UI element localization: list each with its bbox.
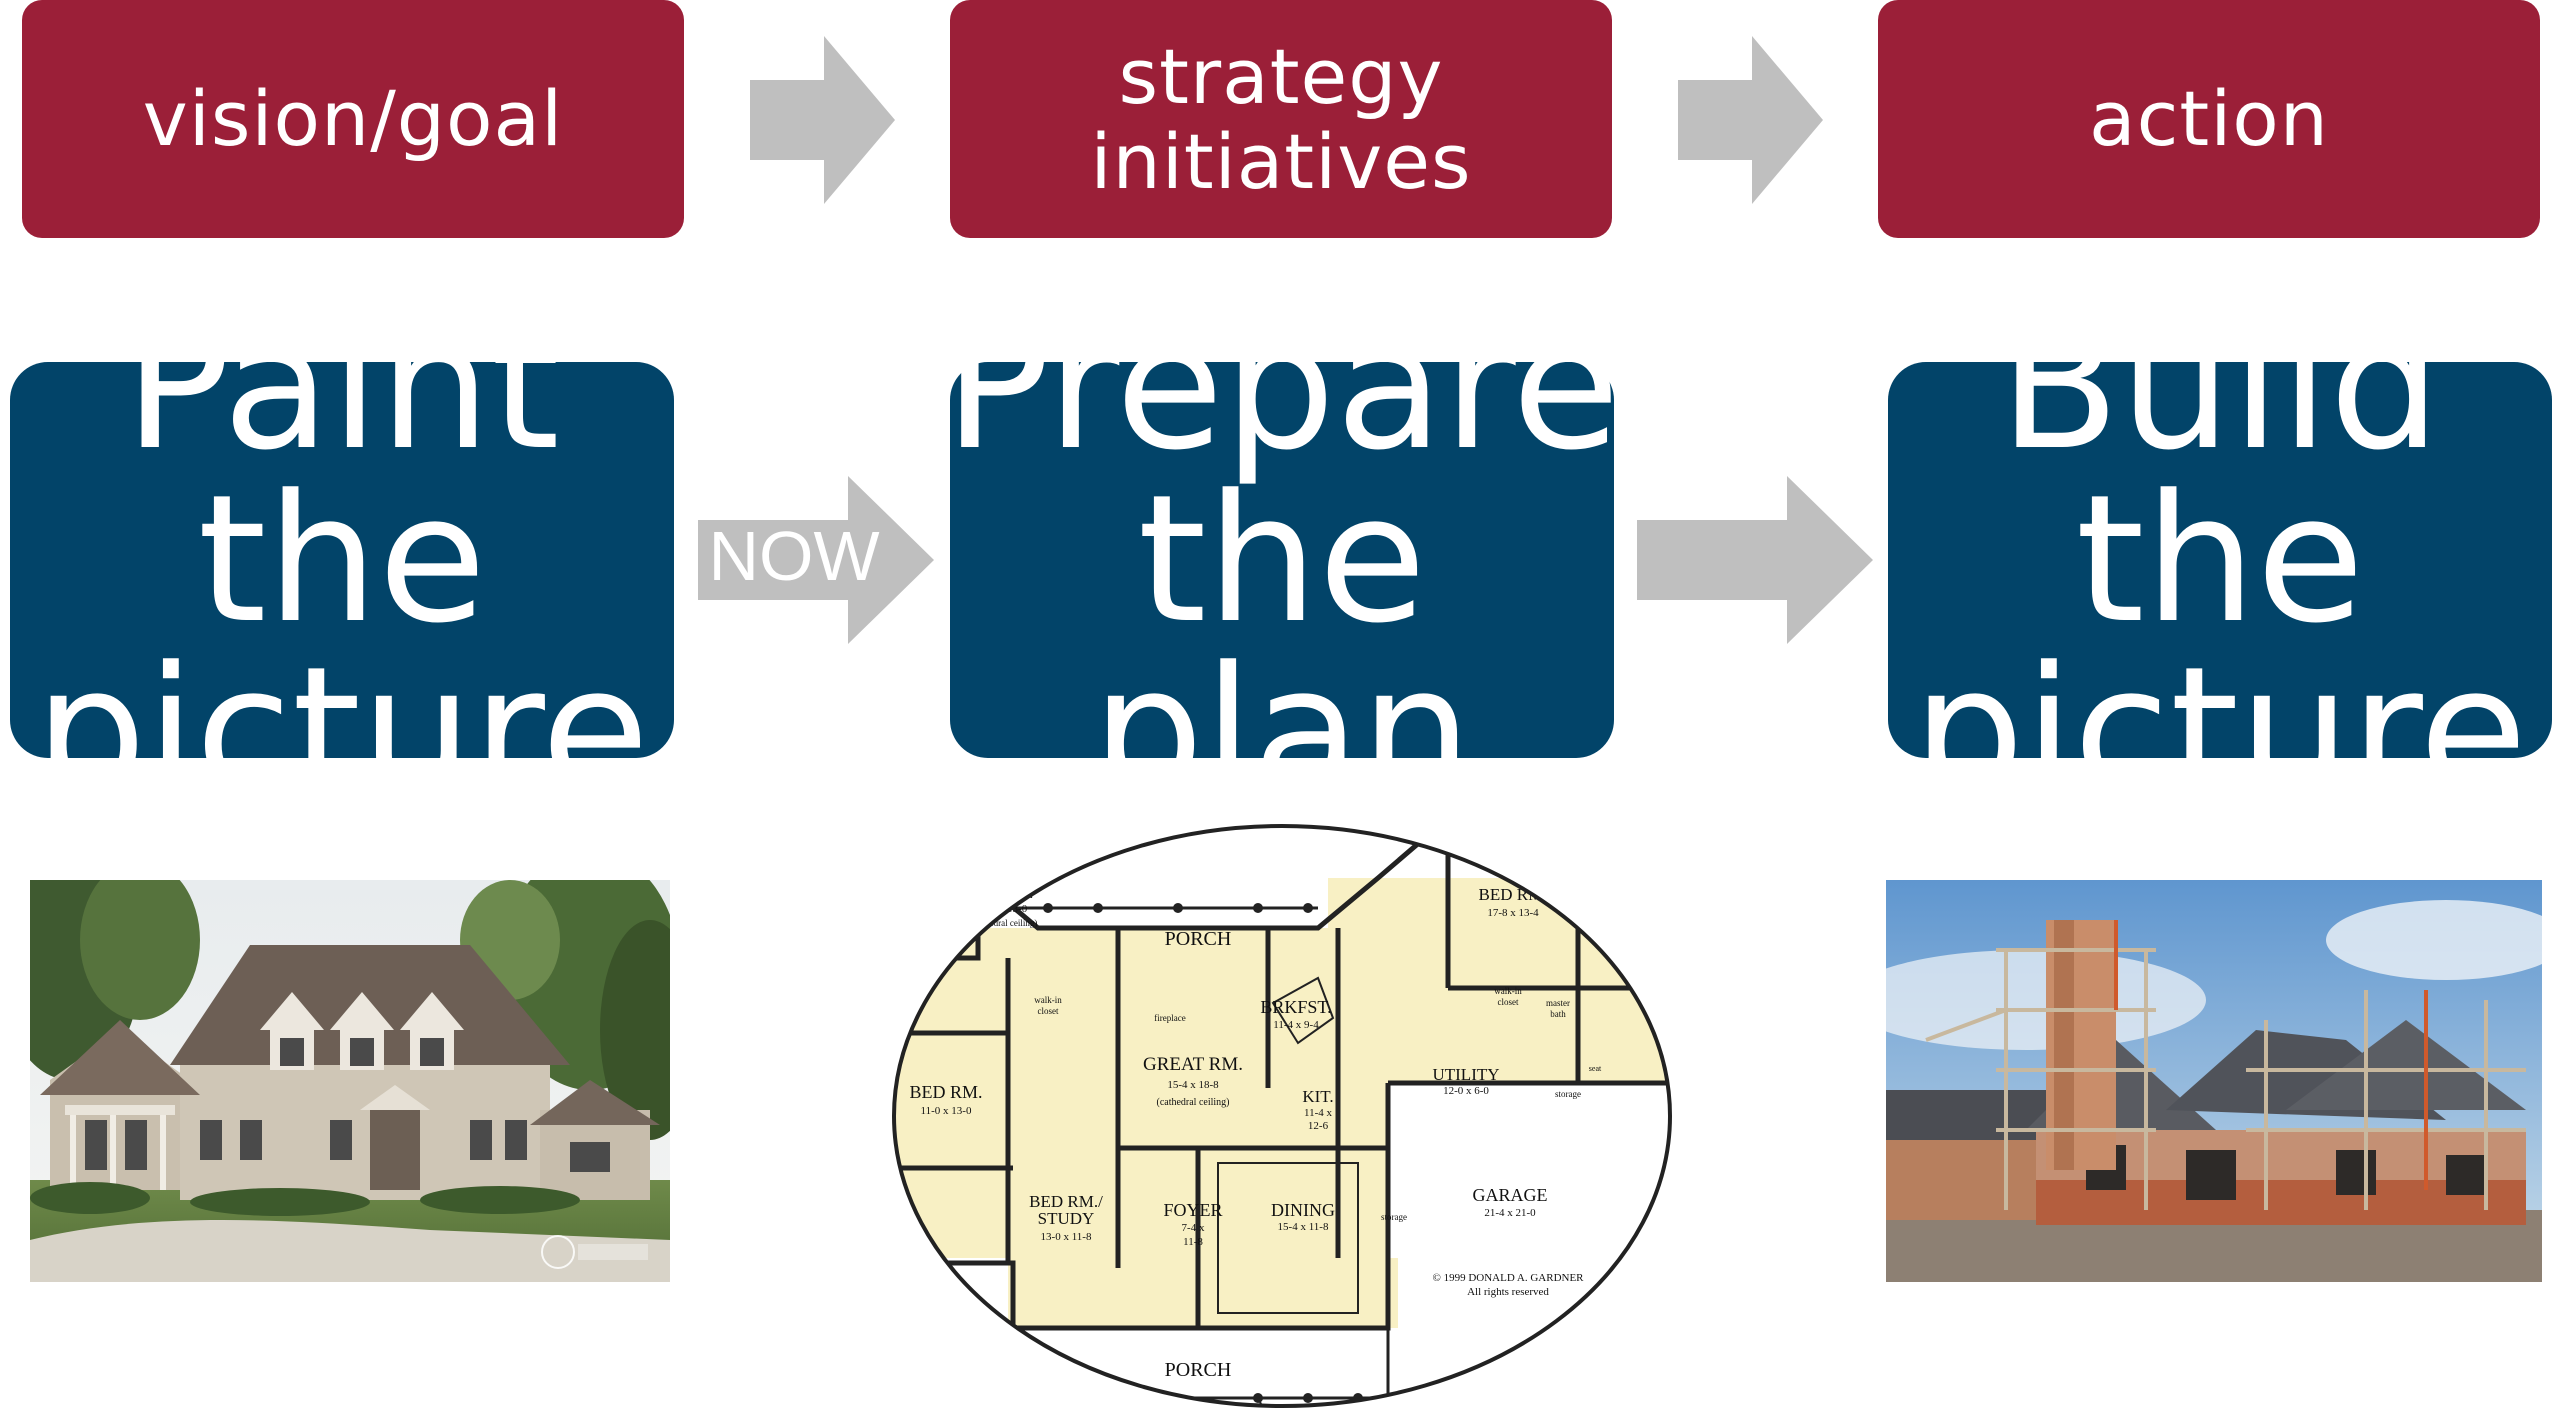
picture-label: picture xyxy=(34,629,650,835)
prepare-label: Prepare xyxy=(943,284,1621,490)
picture-label-2: picture xyxy=(1912,629,2528,835)
prepare-plan-box: Prepare the plan xyxy=(944,299,1620,820)
master-bed-dim: 17-8 x 13-4 xyxy=(1487,907,1539,919)
storage-label-2: storage xyxy=(1555,1089,1581,1099)
dining-dim: 15-4 x 11-8 xyxy=(1278,1221,1329,1233)
house-photo xyxy=(30,880,670,1282)
plan-arrow xyxy=(1637,476,1873,644)
great-room-dim: 15-4 x 18-8 xyxy=(1167,1079,1219,1091)
now-arrow: NOW xyxy=(698,476,934,644)
action-label: action xyxy=(2089,74,2329,164)
strategy-label: strategy xyxy=(1118,31,1444,121)
initiatives-label: initiatives xyxy=(1090,117,1472,206)
left-room-note: cathedral ceiling) xyxy=(975,918,1038,928)
build-picture-box: Build the picture xyxy=(1888,299,2552,820)
kitchen-dim-2: 12-6 xyxy=(1308,1120,1329,1132)
vision-goal-box: vision/goal xyxy=(22,0,684,238)
rights-label: All rights reserved xyxy=(1467,1286,1549,1298)
storage-label: storage xyxy=(1381,1212,1407,1222)
paint-picture-box: Paint the picture xyxy=(10,299,674,820)
floor-plan-diagram: PORCH PORCH GREAT RM. 15-4 x 18-8 (cathe… xyxy=(892,824,1672,1408)
paint-the-label: Paint the xyxy=(124,284,560,662)
brkfst-label: BRKFST. xyxy=(1260,997,1331,1017)
kitchen-dim: 11-4 x xyxy=(1304,1107,1333,1119)
garage-label: GARAGE xyxy=(1473,1185,1548,1205)
master-bath-label: master xyxy=(1546,998,1570,1008)
bed-study-label: BED RM./ xyxy=(1029,1192,1103,1211)
strategy-initiatives-box: strategy initiatives xyxy=(950,0,1612,238)
porch-top-label: PORCH xyxy=(1165,928,1232,950)
great-room-label: GREAT RM. xyxy=(1143,1054,1243,1075)
top-arrow-1 xyxy=(750,36,895,204)
porch-bottom-label: PORCH xyxy=(1165,1359,1232,1381)
foyer-dim-2: 11-8 xyxy=(1183,1236,1203,1248)
closet-label: closet xyxy=(1038,1006,1059,1016)
utility-dim: 12-0 x 6-0 xyxy=(1443,1085,1489,1097)
build-the-label: Build the xyxy=(1999,284,2441,662)
foyer-dim: 7-4 x xyxy=(1182,1222,1205,1234)
walkin-label: walk-in xyxy=(1034,995,1062,1005)
action-box: action xyxy=(1878,0,2540,238)
garage-dim: 21-4 x 21-0 xyxy=(1484,1207,1536,1219)
the-plan-label: the plan xyxy=(1091,456,1472,835)
walkin-label-2: walk-in xyxy=(1494,986,1522,996)
bed-room-dim: 11-0 x 13-0 xyxy=(921,1105,972,1117)
fireplace-label: fireplace xyxy=(1154,1013,1185,1023)
bed-room-label: BED RM. xyxy=(909,1082,982,1102)
great-room-note: (cathedral ceiling) xyxy=(1156,1097,1229,1108)
now-label: NOW xyxy=(708,517,879,595)
bed-study-label-2: STUDY xyxy=(1038,1209,1095,1228)
vision-goal-label: vision/goal xyxy=(142,74,564,164)
closet-label-2: closet xyxy=(1498,997,1519,1007)
seat-label: seat xyxy=(1589,1064,1602,1073)
top-arrow-2 xyxy=(1678,36,1823,204)
foyer-label: FOYER xyxy=(1163,1200,1222,1220)
bed-study-dim: 13-0 x 11-8 xyxy=(1041,1231,1092,1243)
construction-photo xyxy=(1886,880,2542,1282)
kitchen-label: KIT. xyxy=(1302,1087,1333,1106)
dining-label: DINING xyxy=(1271,1200,1335,1220)
master-bed-label: BED RM. xyxy=(1479,885,1548,904)
brkfst-dim: 11-4 x 9-4 xyxy=(1273,1019,1319,1031)
utility-label: UTILITY xyxy=(1432,1065,1499,1084)
copyright-label: © 1999 DONALD A. GARDNER xyxy=(1432,1272,1584,1284)
left-room-label: RM. xyxy=(1003,883,1034,902)
master-bath-label-2: bath xyxy=(1550,1009,1566,1019)
